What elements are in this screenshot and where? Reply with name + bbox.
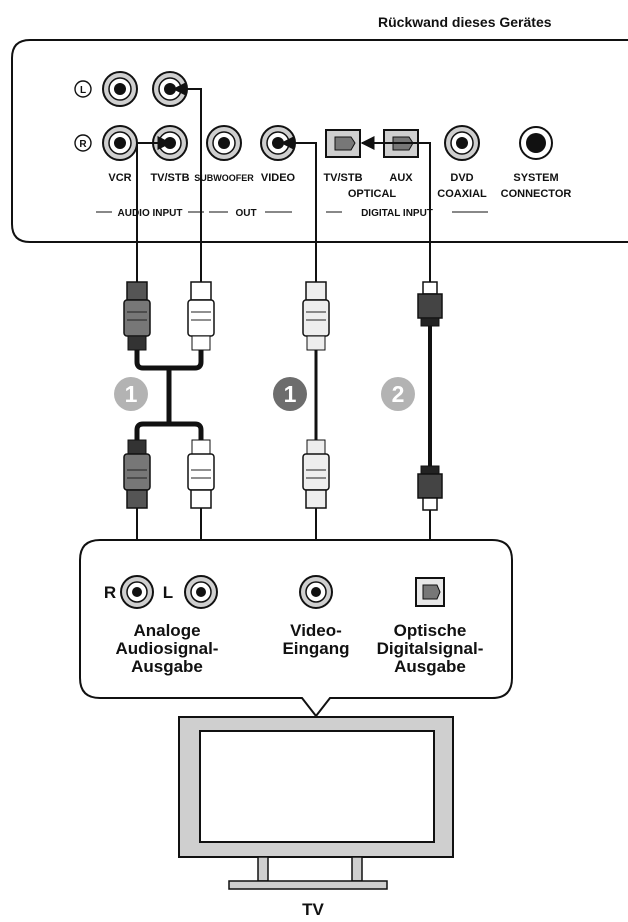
tv-stb-label: TV/STB xyxy=(150,172,189,184)
optical-aux-label: AUX xyxy=(389,172,413,184)
vcr-left-jack xyxy=(102,71,138,107)
lower-plug-video xyxy=(302,439,330,509)
tv-audio-left-jack xyxy=(184,575,218,609)
subwoofer-jack xyxy=(206,125,242,161)
cable-leads xyxy=(136,82,431,282)
lower-plug-optical xyxy=(417,465,443,511)
subwoofer-label: SUBWOOFER xyxy=(194,173,254,183)
optical-output-line3: Ausgabe xyxy=(394,657,466,676)
tv-r-label: R xyxy=(104,583,116,602)
analog-audio-line3: Ausgabe xyxy=(131,657,203,676)
optical-output-line2: Digitalsignal- xyxy=(377,639,484,658)
cable-badge-video: 1 xyxy=(273,377,307,411)
left-channel-marker: L xyxy=(74,80,92,98)
tv-stb-left-jack xyxy=(152,71,188,107)
dvd-label: DVD xyxy=(450,172,473,184)
vcr-right-jack xyxy=(102,125,138,161)
tv-audio-right-jack xyxy=(120,575,154,609)
dvd-coaxial-jack xyxy=(444,125,480,161)
optical-tv-stb-jack xyxy=(325,129,361,158)
cable-badge-optical: 2 xyxy=(381,377,415,411)
connector-label: CONNECTOR xyxy=(501,188,572,200)
lower-plug-red xyxy=(123,439,151,509)
cable-badge-video-number: 1 xyxy=(284,381,297,407)
video-input-line1: Video- xyxy=(290,621,342,640)
vcr-label: VCR xyxy=(108,172,131,184)
optical-label: OPTICAL xyxy=(348,188,397,200)
analog-audio-line2: Audiosignal- xyxy=(116,639,219,658)
upper-plug-optical xyxy=(417,281,443,327)
upper-plug-white xyxy=(187,281,215,351)
video-input-line2: Eingang xyxy=(282,639,349,658)
tv-label: TV xyxy=(302,900,324,919)
out-group-label: OUT xyxy=(235,208,256,219)
tv-video-jack xyxy=(299,575,333,609)
rear-panel-title: Rückwand dieses Gerätes xyxy=(378,14,552,30)
digital-input-group-label: DIGITAL INPUT xyxy=(361,208,433,219)
optical-output-line1: Optische xyxy=(394,621,467,640)
upper-plug-video xyxy=(302,281,330,351)
right-channel-marker: R xyxy=(74,134,92,152)
coaxial-label: COAXIAL xyxy=(437,188,487,200)
cable-badge-optical-number: 2 xyxy=(392,381,405,407)
left-channel-letter: L xyxy=(80,85,86,96)
right-channel-letter: R xyxy=(79,139,87,150)
tv-optical-jack xyxy=(415,577,445,607)
system-label: SYSTEM xyxy=(513,172,558,184)
video-label: VIDEO xyxy=(261,172,296,184)
lower-plug-white xyxy=(187,439,215,509)
tv-l-label: L xyxy=(163,583,173,602)
system-connector-jack xyxy=(519,126,553,160)
tv-icon xyxy=(178,716,454,890)
optical-tv-stb-label: TV/STB xyxy=(323,172,362,184)
audio-input-group-label: AUDIO INPUT xyxy=(118,208,183,219)
cable-badge-analog-number: 1 xyxy=(125,381,138,407)
cable-badge-analog: 1 xyxy=(114,377,148,411)
upper-plug-red xyxy=(123,281,151,351)
analog-audio-line1: Analoge xyxy=(133,621,200,640)
analog-audio-cable xyxy=(134,350,204,440)
